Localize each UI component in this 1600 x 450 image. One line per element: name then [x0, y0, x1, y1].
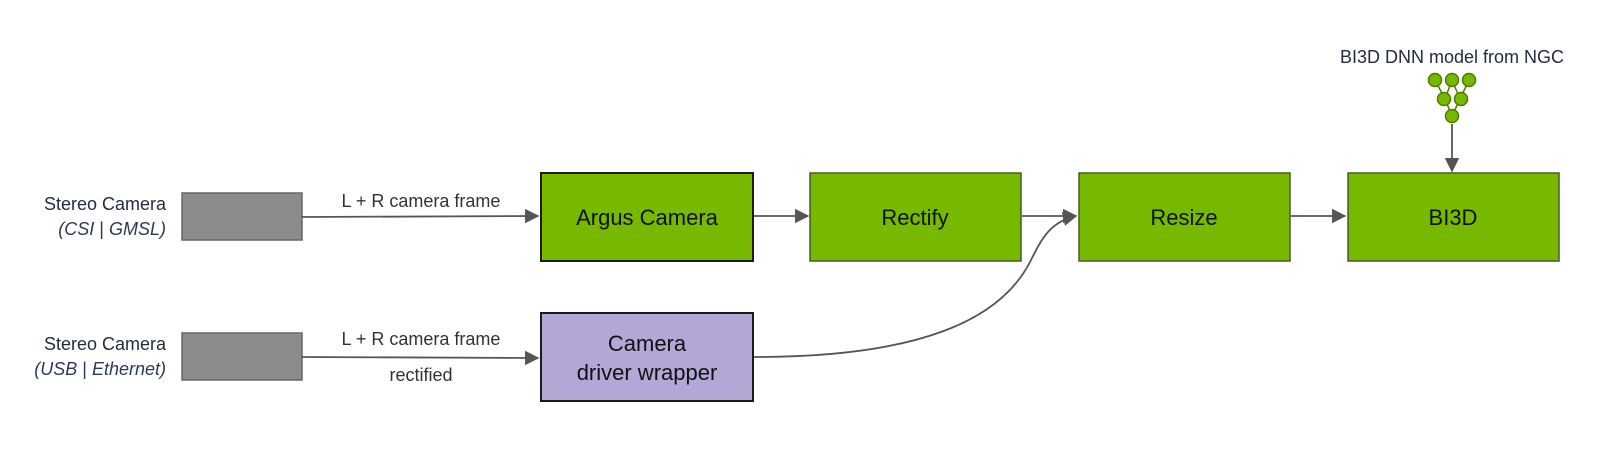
source-csi-iface-b: GMSL — [109, 219, 160, 239]
source-usb-iface-b: Ethernet — [92, 359, 161, 379]
node-argus-label: Argus Camera — [576, 205, 719, 230]
edge-label-rectified: rectified — [389, 365, 452, 385]
model-label: BI3D DNN model from NGC — [1340, 47, 1564, 67]
source-csi-title: Stereo Camera — [44, 194, 167, 214]
source-csi-sep: | — [94, 219, 109, 239]
node-rectify: Rectify — [809, 172, 1022, 262]
edge-usb-to-wrapper — [301, 350, 540, 366]
node-camera-driver-wrapper: Camera driver wrapper — [540, 312, 754, 402]
node-wrapper-label-line2: driver wrapper — [577, 360, 718, 385]
node-rectify-label: Rectify — [881, 205, 948, 230]
edges — [301, 124, 1460, 366]
source-csi-subtitle: (CSI | GMSL) — [58, 219, 166, 239]
edge-label-csi-frame: L + R camera frame — [342, 191, 501, 211]
edge-csi-to-argus — [301, 208, 540, 224]
edge-wrapper-to-resize — [753, 211, 1078, 358]
node-resize-label: Resize — [1150, 205, 1217, 230]
camera-block-usb — [181, 332, 303, 381]
node-bi3d-label: BI3D — [1429, 205, 1478, 230]
source-usb-ethernet: Stereo Camera (USB | Ethernet) — [34, 332, 303, 381]
node-argus-camera: Argus Camera — [540, 172, 754, 262]
node-wrapper-label-line1: Camera — [608, 331, 687, 356]
source-usb-title: Stereo Camera — [44, 334, 167, 354]
camera-block-csi — [181, 192, 303, 241]
source-usb-sep: | — [77, 359, 92, 379]
edge-label-usb-frame: L + R camera frame — [342, 329, 501, 349]
source-usb-subtitle: (USB | Ethernet) — [34, 359, 166, 379]
neural-network-icon — [1427, 72, 1477, 124]
node-resize: Resize — [1078, 172, 1291, 262]
source-usb-iface-a: USB — [40, 359, 77, 379]
source-csi-gmsl: Stereo Camera (CSI | GMSL) — [44, 192, 303, 241]
source-csi-iface-a: CSI — [64, 219, 94, 239]
node-bi3d: BI3D — [1347, 172, 1560, 262]
